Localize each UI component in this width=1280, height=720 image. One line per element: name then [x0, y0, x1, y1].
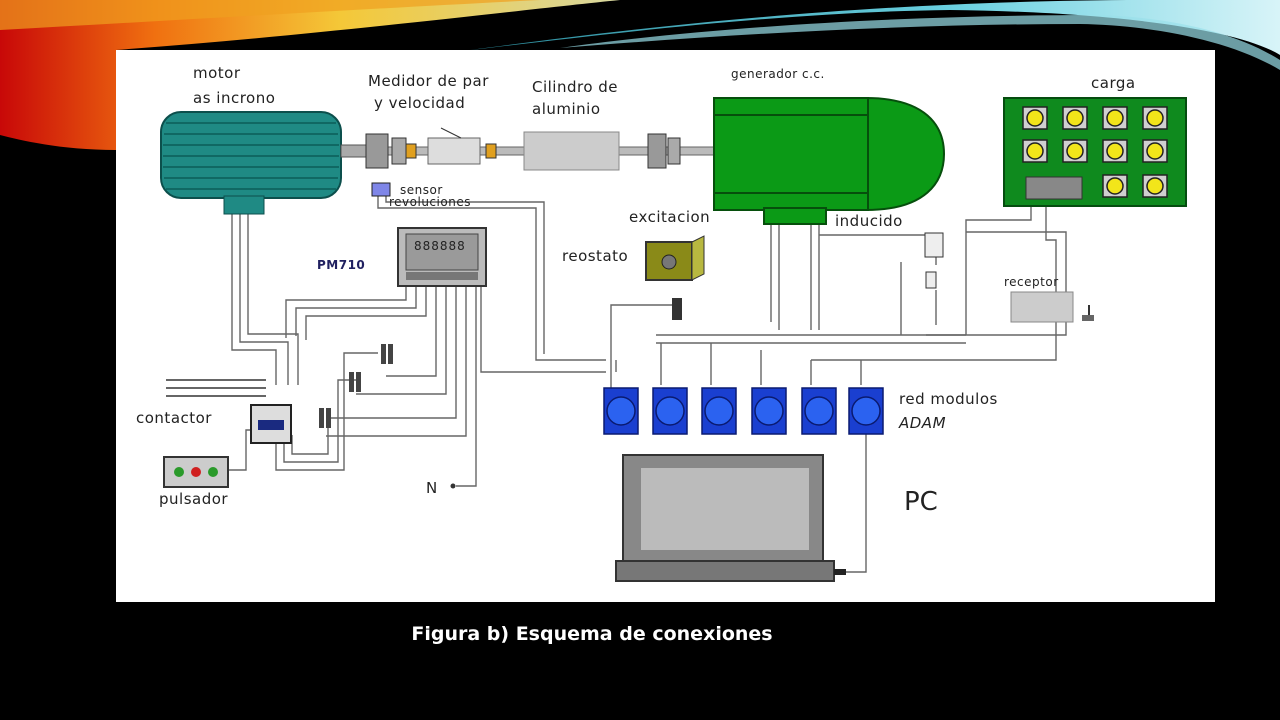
label-medidor-1: Medidor de par [368, 72, 489, 90]
label-generador: generador c.c. [731, 67, 825, 81]
label-cilindro-1: Cilindro de [532, 78, 619, 96]
label-pc: PC [904, 487, 938, 517]
inducido-resistors [924, 232, 944, 289]
shaft-couplings [365, 127, 715, 171]
label-cilindro-2: aluminio [532, 100, 601, 118]
label-sensor-2: revoluciones [389, 195, 471, 209]
contactor [166, 379, 292, 444]
sensor-box [371, 182, 391, 197]
label-sensor-1: sensor [400, 183, 443, 197]
label-contactor: contactor [136, 409, 212, 427]
connection-diagram [160, 96, 1187, 582]
label-carga: carga [1091, 74, 1136, 92]
label-inducido: inducido [835, 212, 903, 230]
label-reostato: reostato [562, 247, 629, 265]
neutral-terminal [450, 483, 456, 489]
motor [160, 111, 370, 215]
label-red-modulos: red modulos [899, 390, 998, 408]
label-pm710: PM710 [317, 258, 366, 272]
pulsador [163, 456, 229, 488]
label-motor-2: as incrono [193, 89, 276, 107]
label-pulsador: pulsador [159, 490, 229, 508]
label-excitacion: excitacion [629, 208, 711, 226]
wiring [216, 195, 1067, 573]
pm710-meter [397, 227, 487, 287]
label-adam: ADAM [899, 414, 947, 432]
label-motor-1: motor [193, 64, 241, 82]
reostato [645, 235, 705, 320]
adam-modules [603, 387, 884, 435]
receptor [1010, 291, 1094, 323]
pc-laptop [615, 454, 846, 582]
diagram-panel: motor as incrono Medidor de par y veloci… [116, 50, 1215, 602]
load-panel [1003, 97, 1187, 207]
caption-text: Figura b) Esquema de conexiones [411, 623, 773, 645]
figure-caption: Figura b) Esquema de conexiones [0, 623, 1280, 645]
generator [713, 96, 946, 225]
label-receptor: receptor [1004, 275, 1059, 289]
transformers [319, 344, 393, 428]
label-medidor-2: y velocidad [374, 94, 466, 112]
pm710-display: 888888 [414, 239, 466, 253]
label-neutral: N [426, 479, 438, 497]
